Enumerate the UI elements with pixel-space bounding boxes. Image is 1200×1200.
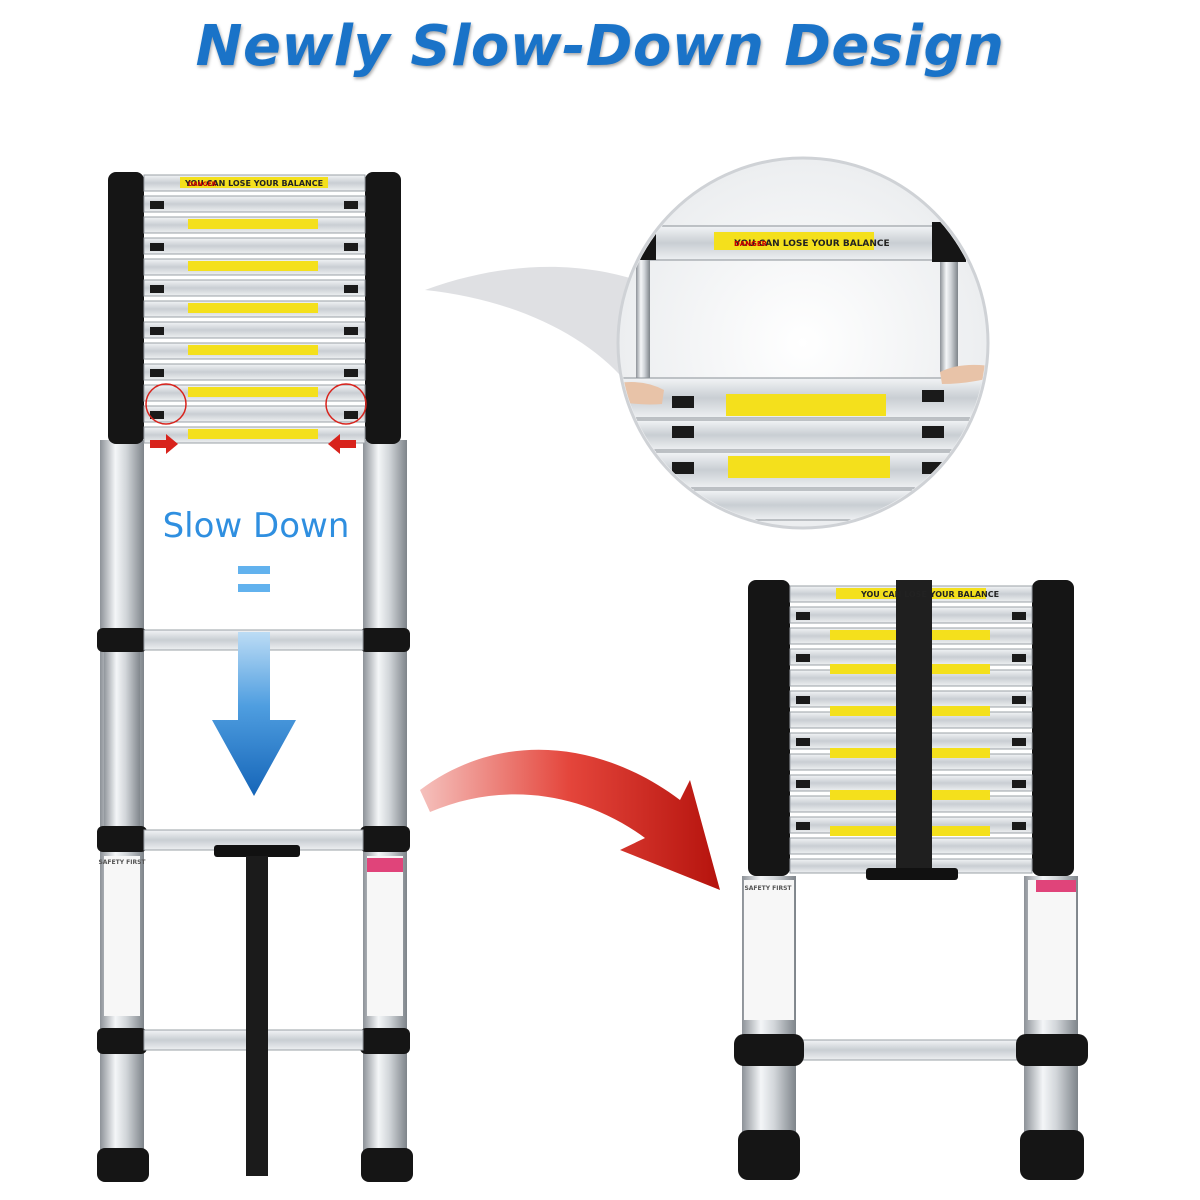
equals-sign <box>238 566 270 592</box>
collapsed-ladder <box>734 580 1088 1180</box>
zoom-detail <box>616 156 990 530</box>
extended-ladder <box>97 172 413 1182</box>
sticker-danger-left: DANGER <box>188 181 217 188</box>
sticker-warning-left: YOU CAN LOSE YOUR BALANCE <box>184 179 323 188</box>
zoom-connector <box>425 266 650 400</box>
highlight-circle <box>145 383 187 425</box>
carry-strap <box>896 580 932 876</box>
highlight-circle <box>325 383 367 425</box>
sticker-warning-zoom: YOU CAN LOSE YOUR BALANCE <box>733 239 889 249</box>
headline: Newly Slow-Down Design <box>195 14 1005 79</box>
red-arrow-left <box>328 434 356 454</box>
safety-label-left: SAFETY FIRST <box>98 859 146 866</box>
fold-arrow <box>420 749 720 890</box>
safety-label-right: SAFETY FIRST <box>744 885 792 892</box>
sticker-warning-right: YOU CAN LOSE YOUR BALANCE <box>860 590 999 599</box>
red-arrow-right <box>150 434 178 454</box>
stacked-rungs <box>108 172 401 444</box>
sticker-danger-zoom: DANGER <box>734 240 768 248</box>
slow-down-arrow <box>212 632 296 796</box>
slow-down-label: Slow Down <box>162 506 350 546</box>
